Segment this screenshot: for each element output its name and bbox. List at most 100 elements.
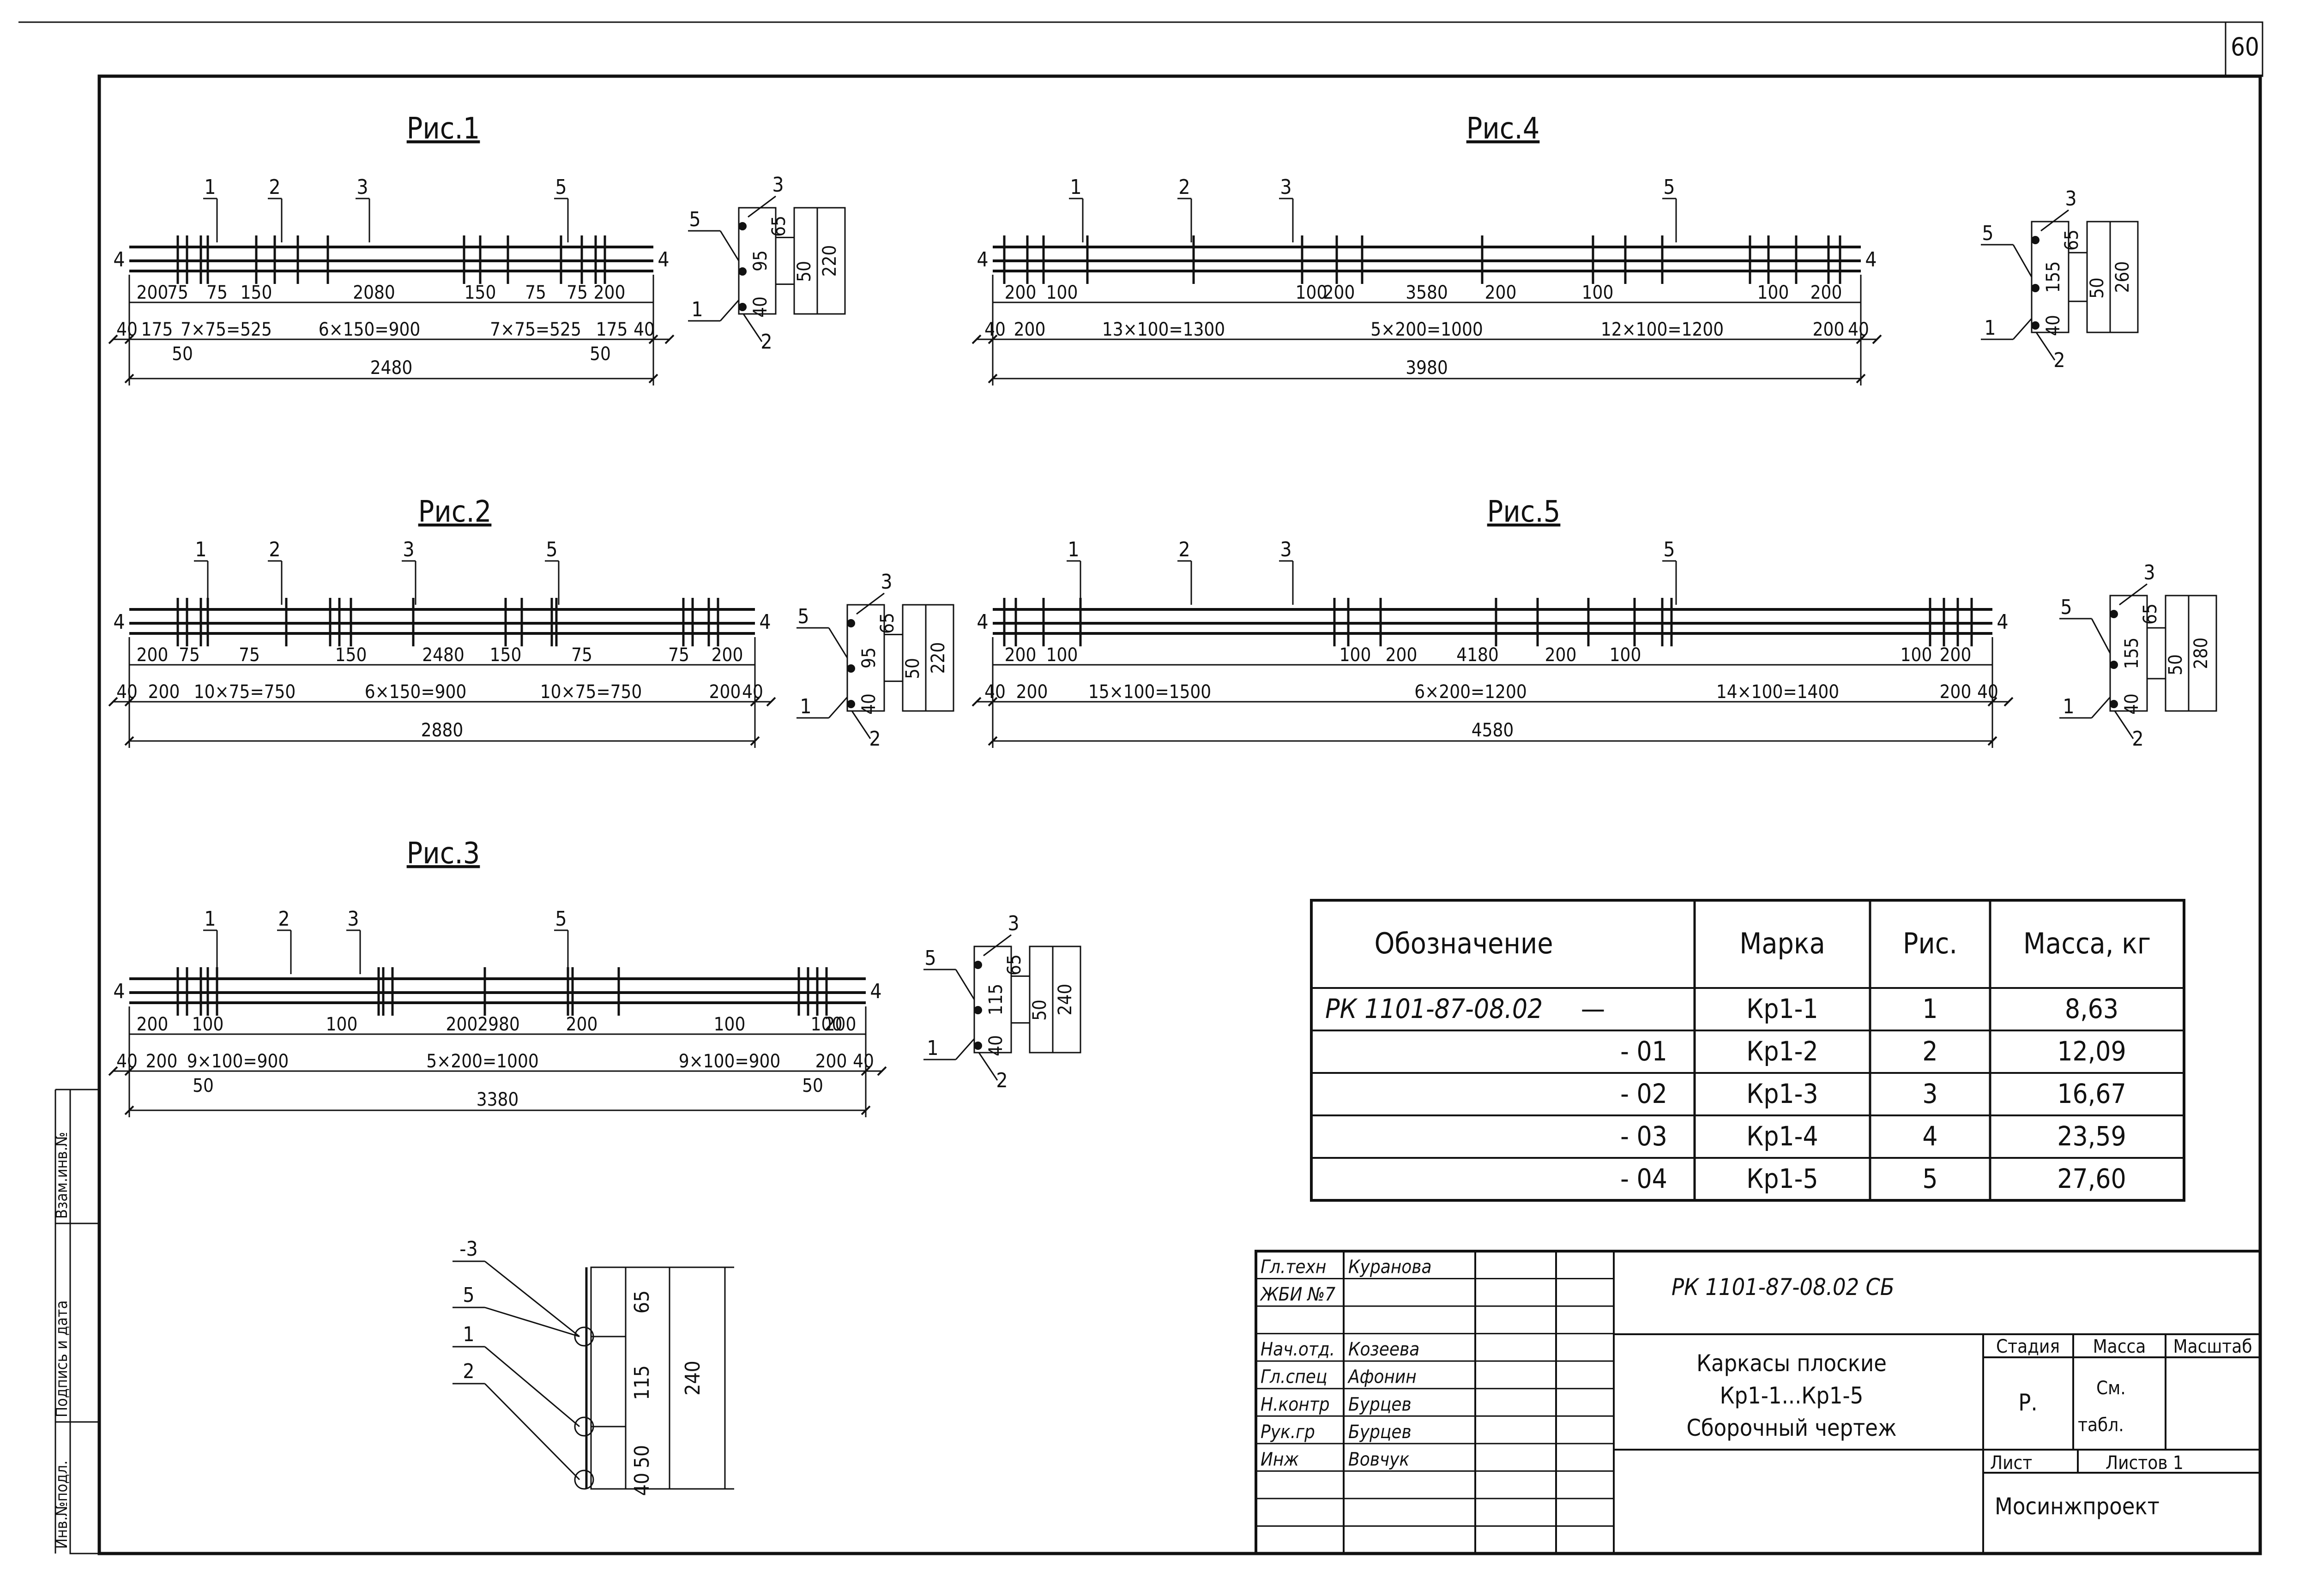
dim-text-bottom: 15×100=1500 [1088, 681, 1211, 703]
section-dim: 155 [2121, 638, 2142, 669]
table-header: Марка [1739, 927, 1825, 960]
tb-stage-value: Р. [2018, 1389, 2037, 1416]
dim-tick [766, 697, 776, 707]
section-leader [856, 592, 885, 615]
tb-role: Гл.спец [1261, 1367, 1327, 1388]
callout-number: 3 [403, 538, 414, 561]
dim-text-sub: 50 [172, 343, 193, 365]
dim-text-bottom: 10×75=750 [540, 681, 642, 703]
rebar-dot [738, 303, 747, 311]
section-leader [2091, 618, 2111, 654]
dim-tick [1856, 334, 1866, 344]
callout-number: 2 [278, 907, 290, 931]
dim-text-top: 2480 [422, 644, 465, 666]
table-mass: 8,63 [2065, 993, 2118, 1024]
end-mark-left: 4 [977, 610, 988, 634]
rebar-dot [738, 267, 747, 276]
section-callout: 3 [1008, 912, 1019, 935]
dim-text-bottom: 6×150=900 [319, 319, 421, 340]
dim-tick [124, 736, 134, 746]
section-leader [2012, 244, 2033, 277]
callout-number: 5 [1663, 538, 1675, 561]
dim-text-bottom: 175 [596, 319, 628, 340]
title-block-border [1255, 1250, 2262, 1555]
dim-tick [971, 334, 982, 344]
dim-text-top: 150 [490, 644, 522, 666]
dim-text-top: 200 [825, 1014, 857, 1035]
section-callout: 1 [691, 298, 703, 321]
section-dim-box [925, 604, 954, 712]
dim-tick [750, 736, 760, 746]
section-dim: 65 [2140, 603, 2161, 625]
detail-leader [484, 1383, 580, 1481]
section-callout: 5 [1982, 222, 1993, 245]
table-border [1310, 899, 2185, 1202]
rebar-dot [974, 1006, 982, 1014]
dim-text-top: 75 [239, 644, 260, 666]
dim-text-top: 75 [167, 282, 188, 303]
detail-dim: 115 [630, 1365, 654, 1400]
detail-zone [590, 1266, 627, 1490]
section-leader [955, 969, 975, 1000]
callout-number: 1 [195, 538, 206, 561]
section-leader [2012, 318, 2033, 340]
dim-text-top: 200 [446, 1014, 478, 1035]
dim-text-top: 150 [241, 282, 272, 303]
callout-number: 2 [1178, 538, 1190, 561]
dim-tick [648, 334, 658, 344]
figure-title: Рис.4 [1466, 112, 1540, 146]
table-header: Рис. [1903, 927, 1957, 960]
dim-text-top: 75 [179, 644, 200, 666]
section-dim: 95 [858, 647, 880, 669]
dim-text-top: 200 [1005, 644, 1037, 666]
dim-text-bottom: 40 [116, 681, 138, 703]
section-dim: 240 [1055, 984, 1076, 1016]
table-mark: Кр1-4 [1746, 1120, 1818, 1152]
section-dim-box [2109, 221, 2139, 333]
section-dim: 40 [2121, 693, 2142, 715]
end-mark-right: 4 [658, 248, 669, 271]
section-callout: 5 [924, 946, 936, 970]
tb-mass-value: См. [2096, 1378, 2126, 1399]
section-dim: 65 [2061, 229, 2082, 251]
section-dim-box [793, 207, 818, 315]
sheet-number: 60 [2231, 32, 2259, 61]
section-dim-box [2165, 595, 2190, 712]
callout-number: 1 [1068, 538, 1079, 561]
dim-text-bottom: 7×75=525 [490, 319, 581, 340]
table-figure: 5 [1922, 1163, 1937, 1194]
section-dim: 155 [2043, 261, 2064, 293]
dim-text-bottom: 7×75=525 [181, 319, 272, 340]
section-dim-box [902, 604, 927, 712]
figure-title: Рис.3 [407, 837, 480, 871]
dim-text-top: 100 [1757, 282, 1789, 303]
section-dim: 50 [2165, 654, 2186, 675]
tb-sheet-label: Лист [1990, 1452, 2032, 1474]
stamp-inventory: Инв.№подл. [53, 1460, 71, 1549]
section-dim: 50 [794, 261, 815, 282]
end-mark-right: 4 [1865, 248, 1877, 271]
table-mass: 23,59 [2057, 1120, 2126, 1152]
table-mark: Кр1-2 [1746, 1036, 1818, 1067]
dim-text-bottom: 175 [141, 319, 173, 340]
dim-tick [2003, 697, 2014, 707]
dim-text-top: 75 [571, 644, 592, 666]
tb-mass-header: Масса [2093, 1336, 2146, 1357]
tb-name: Вовчук [1348, 1449, 1409, 1470]
end-mark-left: 4 [113, 248, 125, 271]
detail-leader [484, 1260, 580, 1337]
section-callout: 2 [996, 1069, 1008, 1092]
section-callout: 1 [800, 695, 811, 718]
dim-tick [1856, 373, 1866, 384]
section-callout: 5 [2060, 596, 2072, 619]
section-leader [2114, 711, 2134, 739]
end-mark-right: 4 [759, 610, 771, 634]
dim-text-top: 100 [1046, 644, 1078, 666]
end-mark-right: 4 [1997, 610, 2008, 634]
dim-tick [124, 697, 134, 707]
stamp-signature-date: Подпись и дата [53, 1301, 71, 1417]
tb-stage-header: Стадия [1996, 1336, 2060, 1357]
